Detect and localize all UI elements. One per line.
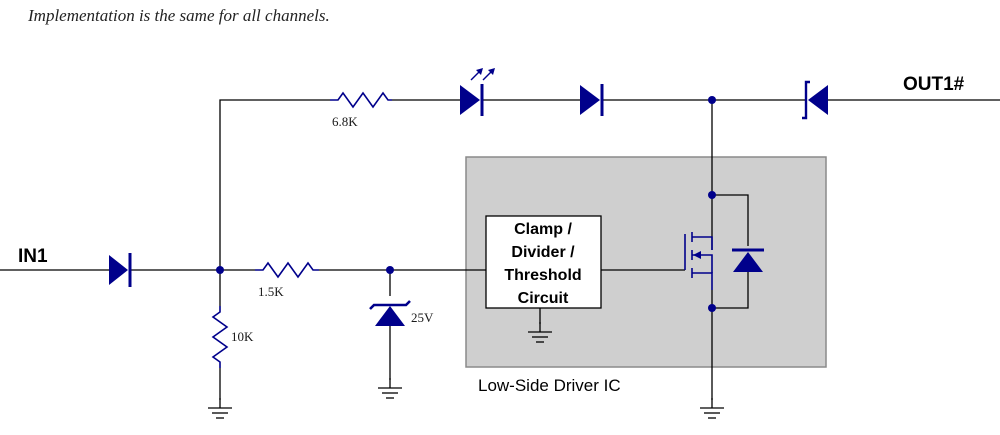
resistor-10k-label: 10K (231, 329, 254, 344)
clamp-zener (369, 300, 411, 326)
junction-dots (216, 96, 716, 312)
resistor-1-5k (255, 261, 319, 279)
resistor-6-8k-label: 6.8K (332, 114, 358, 129)
caption: Implementation is the same for all chann… (28, 6, 330, 25)
resistor-6-8k (330, 91, 392, 109)
box-line-4: Circuit (518, 290, 569, 307)
ground-symbol-10k (207, 397, 233, 419)
led (460, 68, 495, 116)
resistor-1-5k-label: 1.5K (258, 284, 284, 299)
ground-symbol-mosfet (699, 397, 725, 419)
box-line-1: Clamp / (514, 221, 572, 238)
series-diode (580, 84, 604, 116)
input-label: IN1 (18, 246, 48, 267)
body-diode (732, 248, 764, 272)
threshold-circuit-box (485, 215, 602, 309)
wires (0, 99, 1000, 400)
output-zener (802, 80, 828, 120)
box-line-3: Threshold (504, 267, 581, 284)
ground-symbol-zener (377, 377, 403, 399)
input-diode (109, 253, 132, 287)
driver-ic-label: Low-Side Driver IC (478, 376, 621, 395)
clamp-zener-label: 25V (411, 310, 434, 325)
mosfet (684, 232, 713, 290)
led-emission-arrows-icon (470, 68, 495, 81)
box-line-2: Divider / (511, 244, 575, 261)
resistor-10k (211, 306, 229, 368)
output-label: OUT1# (903, 74, 965, 95)
